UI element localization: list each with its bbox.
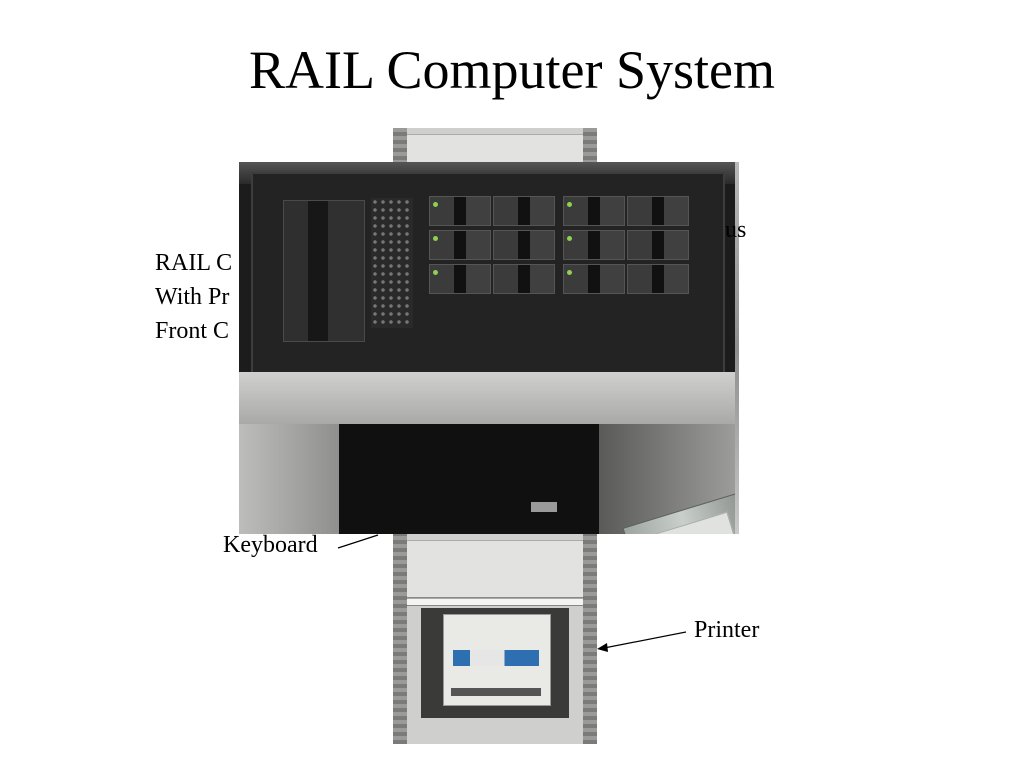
hot-swap-drive [493,264,555,294]
rack-side-panel [239,424,339,534]
keyboard-label: Keyboard [223,532,318,558]
label-line: Front C [155,318,230,344]
hot-swap-drive [563,230,625,260]
label-line: With Pr [155,284,230,310]
page-title: RAIL Computer System [249,40,775,100]
keyboard-pointer-line-icon [337,534,379,549]
rack-unit [407,598,583,606]
label-line: RAIL C [155,250,233,276]
hot-swap-drive [627,196,689,226]
hot-swap-drive [563,264,625,294]
arrowhead-icon [597,643,608,652]
front-vent [371,198,413,328]
drive-status-light [433,270,438,275]
hot-swap-drive [627,230,689,260]
rail-computer-label: RAIL C With Pr Front C [155,246,232,348]
printer-pointer-arrow-icon [603,631,687,649]
printer-paper-slot [451,688,541,696]
drive-status-light [567,270,572,275]
optical-drive-bay [283,200,365,342]
hot-swap-drive [429,264,491,294]
server-chassis [251,172,725,376]
rack-shelf [239,372,735,424]
printer-label: Printer [694,617,760,643]
rack-unit [407,134,583,164]
rack-unit [407,540,583,598]
hot-swap-drive [493,230,555,260]
hot-swap-drive [563,196,625,226]
drive-status-light [567,236,572,241]
hot-swap-drive [627,264,689,294]
hot-swap-drive [429,230,491,260]
printer-control-panel [453,650,539,666]
hot-swap-drive [493,196,555,226]
status-label-partial: us [725,217,747,243]
drawer-badge [531,502,557,512]
drive-status-light [567,202,572,207]
drive-status-light [433,236,438,241]
drive-status-light [433,202,438,207]
server-photo [239,162,735,534]
hot-swap-drive [429,196,491,226]
keyboard-drawer [339,424,599,534]
